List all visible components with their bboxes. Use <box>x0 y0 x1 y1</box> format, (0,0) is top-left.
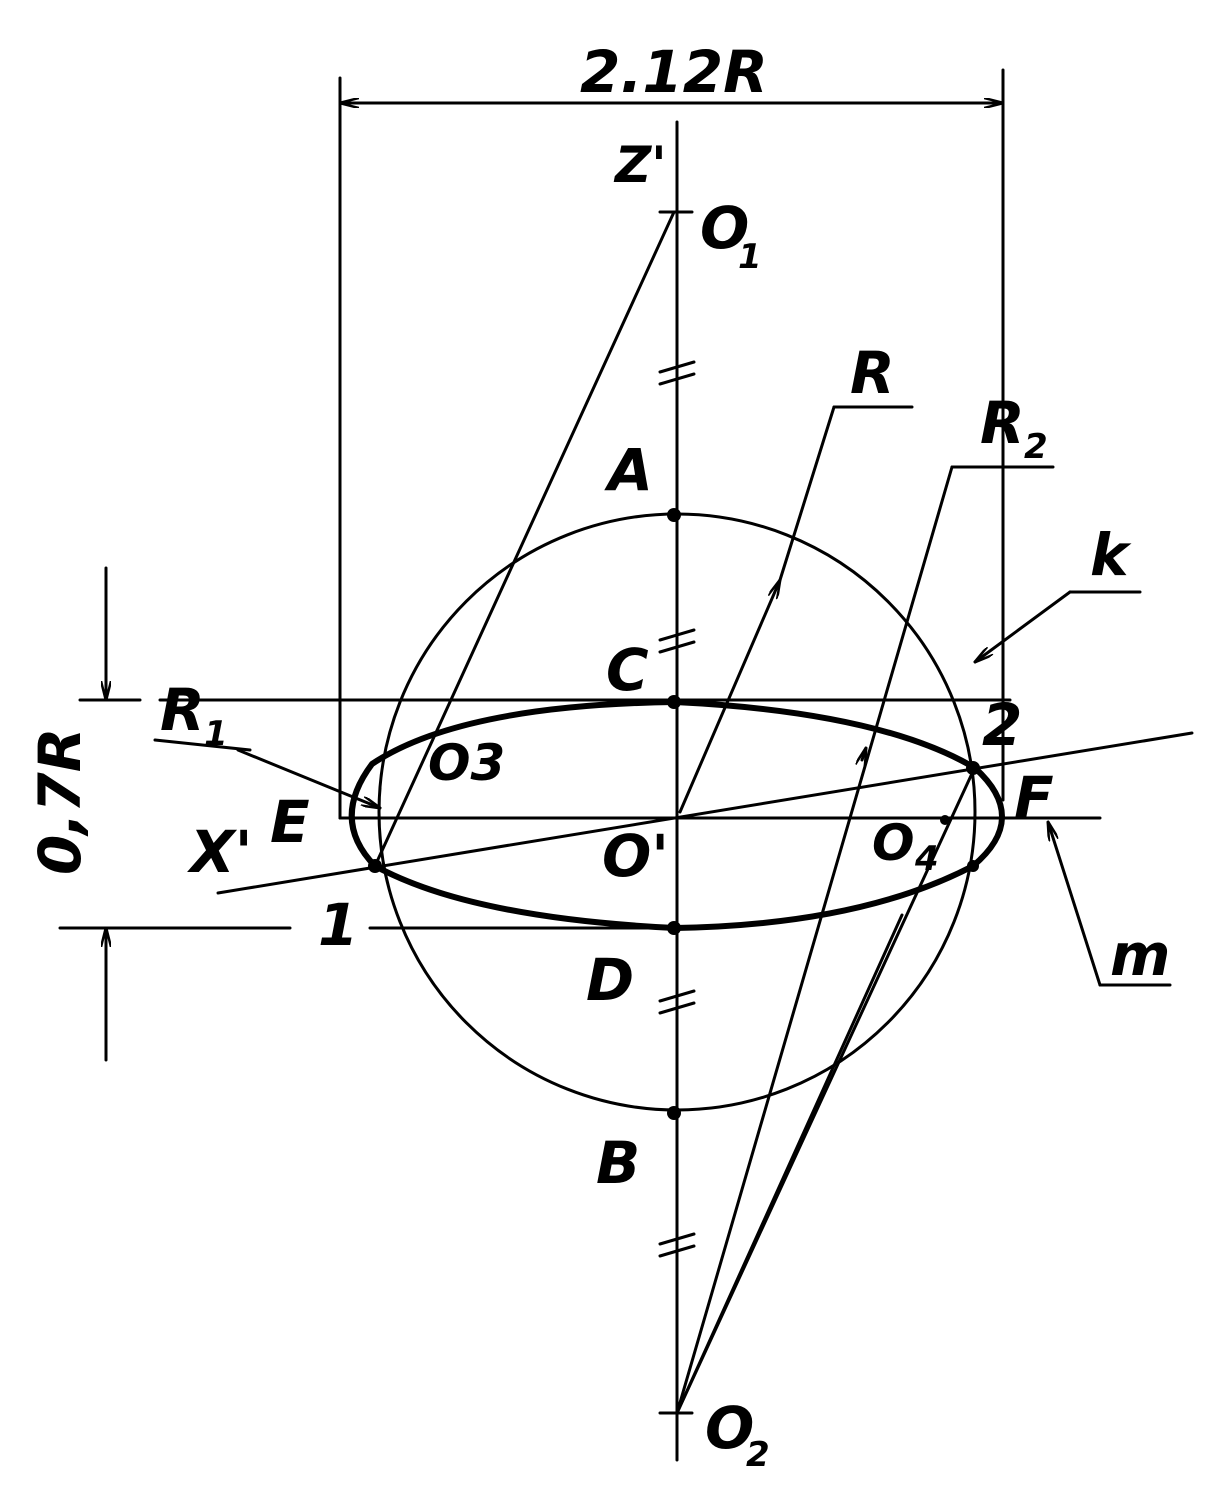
label-o4-sub: 4 <box>914 839 939 879</box>
label-o1: O <box>700 194 749 262</box>
label-r1-sub: 1 <box>204 714 228 754</box>
width-dimension-label: 2.12R <box>580 38 768 106</box>
radius-r-leader <box>778 405 836 582</box>
ray-o2-lower <box>675 913 904 1415</box>
label-o1-sub: 1 <box>738 237 762 277</box>
label-r2-sub: 2 <box>1024 427 1048 467</box>
label-o2-sub: 2 <box>746 1435 770 1475</box>
label-o2: O <box>705 1394 754 1462</box>
label-o3: O3 <box>428 734 505 792</box>
construction-points <box>368 210 980 1415</box>
label-origin: O' <box>602 822 669 890</box>
radius-r2-arrow <box>862 748 866 760</box>
label-r2: R <box>980 389 1025 457</box>
label-k: k <box>1090 521 1132 589</box>
ray-o2-r2 <box>675 465 954 1415</box>
label-c: C <box>606 636 649 704</box>
label-e: E <box>270 788 310 856</box>
label-d: D <box>586 946 634 1014</box>
z-axis-label: Z' <box>613 136 667 194</box>
label-r1: R <box>160 676 205 744</box>
k-leader-arrow <box>975 590 1072 662</box>
label-point-1: 1 <box>318 891 358 959</box>
m-leader-arrow <box>1048 822 1102 987</box>
height-dimension-label: 0,7R <box>26 728 94 875</box>
label-a: A <box>604 436 653 504</box>
label-x-axis: X' <box>187 818 252 886</box>
ray-o1-to-1 <box>373 210 676 868</box>
label-b: B <box>596 1129 640 1197</box>
radius-r1-arrow <box>236 748 380 808</box>
radius-r1-leader <box>153 738 252 752</box>
label-f: F <box>1014 764 1054 832</box>
label-m: m <box>1110 921 1170 989</box>
equal-tick-marks <box>658 360 696 1258</box>
label-o4: O <box>872 814 915 872</box>
label-point-2: 2 <box>982 691 1022 759</box>
radius-r-arrow <box>678 580 780 814</box>
label-r: R <box>850 339 895 407</box>
